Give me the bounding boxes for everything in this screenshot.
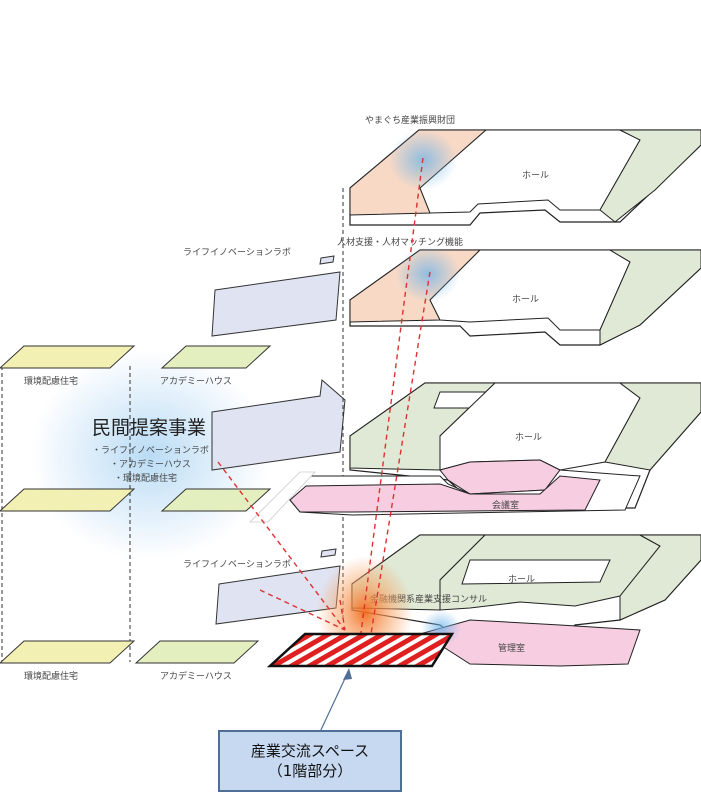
lifelab-label-top: ライフイノベーションラボ: [183, 247, 291, 258]
exchange-space: [266, 632, 455, 668]
academy-tile-top: [160, 345, 272, 369]
yamaguchi-label: やまぐち産業振興財団: [365, 114, 455, 126]
lifelab-block-bottom: [215, 548, 341, 625]
callout-line1: 産業交流スペース: [250, 741, 370, 760]
lifelab-block-top: [211, 255, 341, 337]
hall-label-floor1: ホール: [508, 574, 535, 585]
floor-2-meeting: [283, 469, 641, 516]
callout-arrowhead: [343, 668, 352, 680]
kankyo-tile-bottom: [0, 640, 136, 664]
hall-label-floor2: ホール: [515, 432, 542, 443]
kankyo-label-bottom: 環境配慮住宅: [24, 670, 78, 682]
hall-label-floor3: ホール: [512, 294, 539, 305]
hall-label-floor4: ホール: [522, 170, 549, 181]
minkan-title: 民間提案事業: [92, 417, 206, 439]
minkan-item-kankyo: ・環境配慮住宅: [114, 472, 177, 484]
exchange-space-callout: 産業交流スペース （1階部分）: [218, 730, 402, 792]
minkan-item-lifelab: ・ライフイノベーションラボ: [92, 445, 209, 456]
academy-label-top: アカデミーハウス: [160, 375, 232, 387]
academy-tile-mid: [160, 488, 272, 512]
lifelab-block-mid: [211, 379, 346, 471]
kankyo-label-top: 環境配慮住宅: [24, 375, 78, 387]
left-guides: [1, 366, 131, 662]
jinzai-label: 人材支援・人材マッチング機能: [337, 236, 463, 248]
ramp: [249, 471, 316, 523]
callout-line2: （1階部分）: [267, 762, 353, 780]
connector-lines: [217, 157, 431, 641]
minkan-item-academy: ・アカデミーハウス: [110, 458, 191, 470]
kaigi-label: 会議室: [492, 499, 519, 511]
academy-label-bottom: アカデミーハウス: [160, 670, 232, 682]
kankyo-tile-mid: [0, 488, 136, 512]
academy-tile-bottom: [134, 640, 260, 664]
callout-pointer: [319, 671, 349, 733]
kanri-label: 管理室: [498, 642, 525, 654]
kankyo-tile-top: [0, 345, 136, 369]
lifelab-label-bottom: ライフイノベーションラボ: [183, 559, 291, 570]
hotspot-floor3: [396, 246, 460, 302]
